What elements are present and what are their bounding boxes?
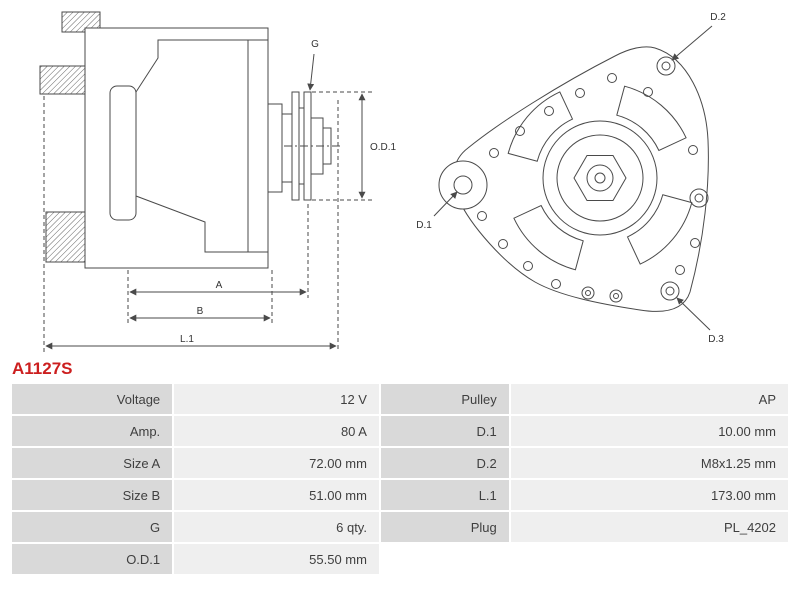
- dim-label-b: B: [197, 306, 204, 317]
- alternator-front-view: [438, 46, 709, 312]
- part-number: A1127S: [12, 359, 73, 378]
- technical-drawing: G O.D.1 A B L.1: [39, 11, 726, 352]
- side-view-dimensions: [43, 53, 372, 352]
- spec-value: 6 qty.: [174, 512, 379, 542]
- table-row: Size A 72.00 mm D.2 M8x1.25 mm: [12, 448, 788, 478]
- spec-value: 10.00 mm: [510, 416, 788, 446]
- spec-value-empty: [511, 544, 788, 574]
- table-row: Amp. 80 A D.1 10.00 mm: [12, 416, 788, 446]
- dim-label-d3: D.3: [708, 334, 724, 345]
- spec-label: Size A: [12, 448, 173, 478]
- dim-label-l1: L.1: [180, 334, 194, 345]
- spec-value: 55.50 mm: [174, 544, 379, 574]
- alternator-side-view: [39, 11, 340, 269]
- table-row: Size B 51.00 mm L.1 173.00 mm: [12, 480, 788, 510]
- table-row: G 6 qty. Plug PL_4202: [12, 512, 788, 542]
- dim-label-d1: D.1: [416, 220, 432, 231]
- spec-label-empty: [381, 544, 509, 574]
- dim-label-a: A: [216, 280, 223, 291]
- spec-value: AP: [510, 384, 788, 414]
- spec-label: Pulley: [380, 384, 509, 414]
- spec-value: 173.00 mm: [510, 480, 788, 510]
- spec-value: 80 A: [174, 416, 379, 446]
- spec-value: PL_4202: [510, 512, 788, 542]
- spec-table: Voltage 12 V Pulley AP Amp. 80 A D.1 10.…: [10, 382, 790, 576]
- spec-value: 72.00 mm: [174, 448, 379, 478]
- spec-label: O.D.1: [12, 544, 173, 574]
- dim-label-g: G: [311, 39, 319, 50]
- table-row: O.D.1 55.50 mm: [12, 544, 788, 574]
- spec-label: Voltage: [12, 384, 173, 414]
- spec-label: D.2: [380, 448, 509, 478]
- side-view-dimension-labels: G O.D.1 A B L.1: [180, 39, 396, 345]
- front-view-leaders: [433, 25, 713, 331]
- spec-label: Size B: [12, 480, 173, 510]
- spec-label: Amp.: [12, 416, 173, 446]
- dim-label-d2: D.2: [710, 12, 726, 23]
- spec-value: M8x1.25 mm: [510, 448, 788, 478]
- spec-value: 51.00 mm: [174, 480, 379, 510]
- spec-value: 12 V: [174, 384, 379, 414]
- spec-label: D.1: [380, 416, 509, 446]
- spec-label: Plug: [380, 512, 509, 542]
- spec-label: G: [12, 512, 173, 542]
- alternator-drawing-svg: G O.D.1 A B L.1: [39, 11, 726, 352]
- front-view-dimension-labels: D.2 D.1 D.3: [416, 12, 726, 345]
- dim-label-od1: O.D.1: [370, 142, 397, 153]
- table-row: Voltage 12 V Pulley AP: [12, 384, 788, 414]
- spec-label: L.1: [380, 480, 509, 510]
